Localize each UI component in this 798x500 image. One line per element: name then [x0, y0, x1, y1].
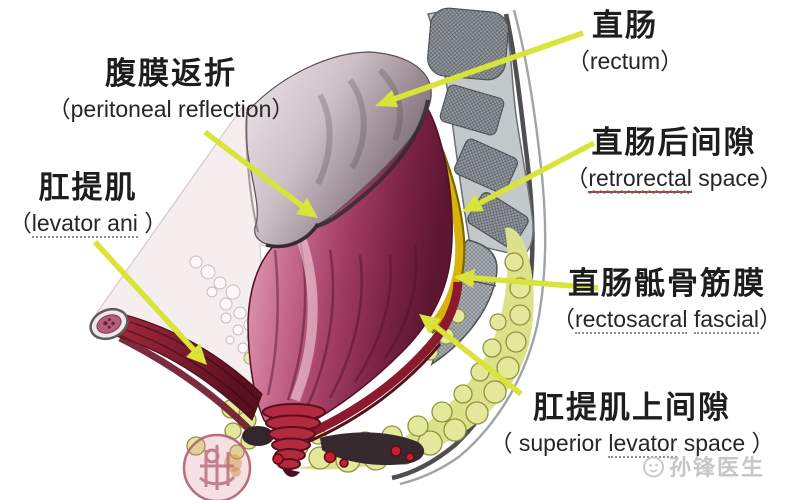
- levator-ani-shape: [89, 307, 263, 435]
- label-retrorectal-space-zh: 直肠后间隙: [591, 125, 757, 160]
- label-rectosacral-fascia-zh: 直肠骶骨筋膜: [568, 266, 766, 301]
- label-levator-ani: 肛提肌 （levator ani ）: [0, 170, 180, 238]
- label-peritoneal-reflection: 腹膜返折 （peritoneal reflection）: [22, 56, 320, 123]
- label-rectosacral-fascia: 直肠骶骨筋膜 （rectosacral fascial）: [536, 266, 798, 334]
- peritoneal-fold-line: [315, 99, 430, 228]
- arrow-retrorectal-space: [462, 140, 596, 212]
- label-levator-ani-en: （levator ani ）: [8, 209, 168, 238]
- label-rectum-en: （rectum）: [549, 48, 701, 75]
- label-rectum: 直肠 （rectum）: [549, 8, 701, 75]
- arrow-levator-ani: [92, 240, 207, 365]
- label-superior-levator-space-zh: 肛提肌上间隙: [533, 390, 731, 425]
- anal-canal-rings: [242, 403, 425, 477]
- watermark: 孙锋医生: [642, 450, 765, 482]
- watermark-face-icon: [643, 456, 664, 477]
- label-retrorectal-space-en: （retrorectal space）: [565, 164, 783, 193]
- label-superior-levator-space-en: （ superior levator space ）: [489, 429, 775, 458]
- label-rectosacral-fascia-en: （rectosacral fascial）: [551, 305, 783, 334]
- label-superior-levator-space: 肛提肌上间隙 （ superior levator space ）: [480, 390, 784, 458]
- levator-posterior-band: [291, 281, 463, 449]
- arrow-rectum: [375, 30, 584, 107]
- callout-arrows: [92, 30, 599, 397]
- pubic-bone-section: [89, 307, 129, 341]
- arrow-rectosacral-fascia: [454, 269, 599, 291]
- label-rectum-en-text: （rectum）: [566, 47, 684, 74]
- sacrum-shape: [427, 7, 534, 366]
- seal-stamp: [182, 433, 252, 500]
- label-peritoneal-reflection-en: （peritoneal reflection）: [47, 95, 295, 122]
- watermark-text: 孙锋医生: [669, 455, 766, 480]
- hemorrhoidal-nodes: [272, 445, 415, 468]
- label-retrorectal-space: 直肠后间隙 （retrorectal space）: [550, 125, 798, 193]
- label-peritoneal-reflection-zh: 腹膜返折: [105, 56, 237, 91]
- vertebral-blocks: [427, 7, 529, 248]
- arrow-peritoneal-reflection: [203, 129, 318, 218]
- arrow-superior-levator-space: [419, 314, 523, 397]
- label-levator-ani-zh: 肛提肌: [38, 170, 138, 205]
- label-rectum-zh: 直肠: [592, 8, 658, 43]
